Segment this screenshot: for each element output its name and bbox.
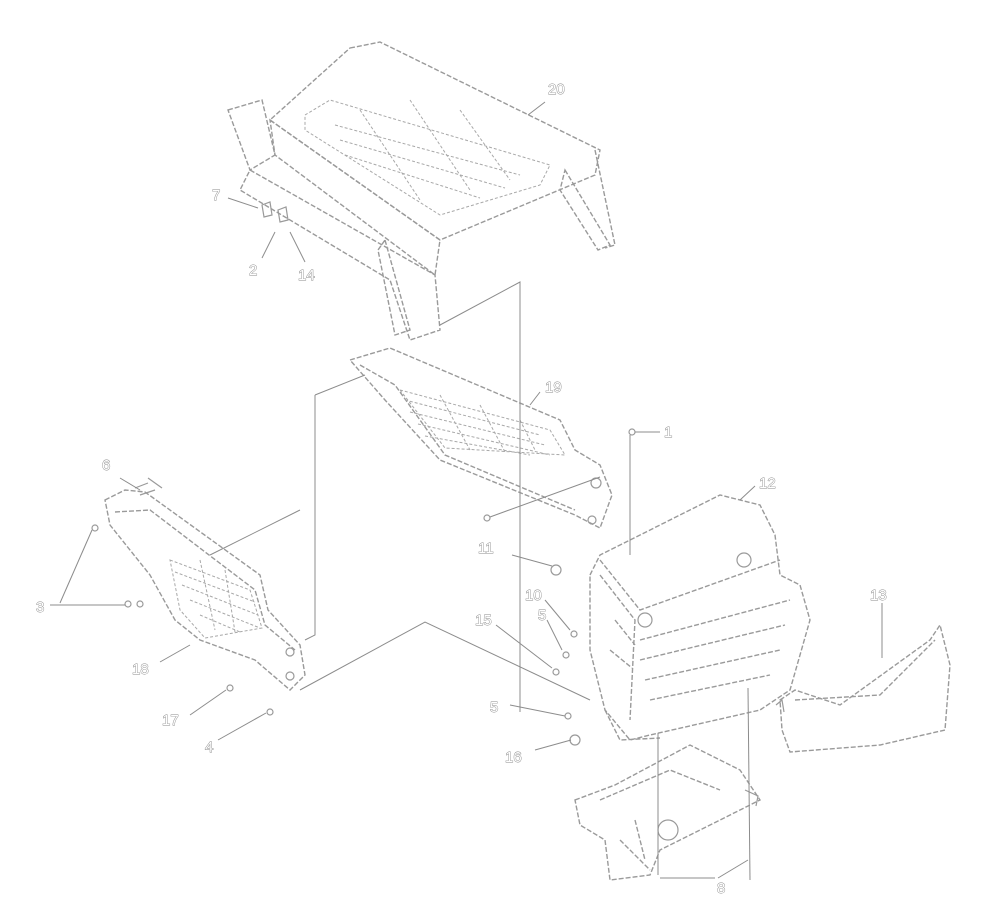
part-3-bolt [124, 600, 132, 608]
callout-1: 1 [664, 424, 672, 441]
callout-11: 11 [478, 540, 494, 557]
callout-12: 12 [759, 475, 776, 492]
front-bracket [574, 744, 762, 881]
callout-2: 2 [249, 262, 257, 279]
grille-panel-part-19 [348, 347, 613, 529]
part-17-bolt [226, 684, 234, 692]
callout-leaders [50, 101, 883, 879]
callout-3: 3 [36, 599, 44, 616]
callout-13: 13 [870, 587, 887, 604]
side-panel-part-18 [104, 489, 306, 691]
assembly-lines [209, 281, 751, 881]
callout-14: 14 [298, 267, 315, 284]
callout-16: 16 [505, 749, 522, 766]
grille-housing-part-12 [589, 494, 811, 741]
callout-7: 7 [212, 187, 220, 204]
bumper-part-13 [775, 623, 951, 753]
hood-part-20 [227, 41, 616, 341]
callout-4: 4 [205, 739, 213, 756]
callout-20: 20 [548, 81, 565, 98]
callout-17: 17 [162, 712, 179, 729]
part-16-nut [569, 734, 581, 746]
part-1-clip [628, 428, 636, 436]
part-4-bolt [266, 708, 274, 716]
hardware-items [91, 428, 636, 746]
callout-15: 15 [475, 612, 492, 629]
part-9-screw [562, 651, 570, 659]
callout-10: 10 [525, 587, 542, 604]
callout-6: 6 [102, 457, 110, 474]
callout-19: 19 [545, 379, 562, 396]
callout-5a: 5 [538, 607, 546, 624]
part-11-nut [550, 564, 562, 576]
callout-labels: 20 7 2 14 19 1 12 11 10 5 15 13 6 3 18 1… [36, 81, 888, 898]
callout-8: 8 [717, 880, 725, 897]
callout-5b: 5 [490, 699, 498, 716]
part-5-bolt [564, 712, 572, 720]
callout-18: 18 [132, 661, 149, 678]
part-10-washer [570, 630, 578, 638]
part-15-screw [552, 668, 560, 676]
part-6-clip [134, 477, 163, 496]
